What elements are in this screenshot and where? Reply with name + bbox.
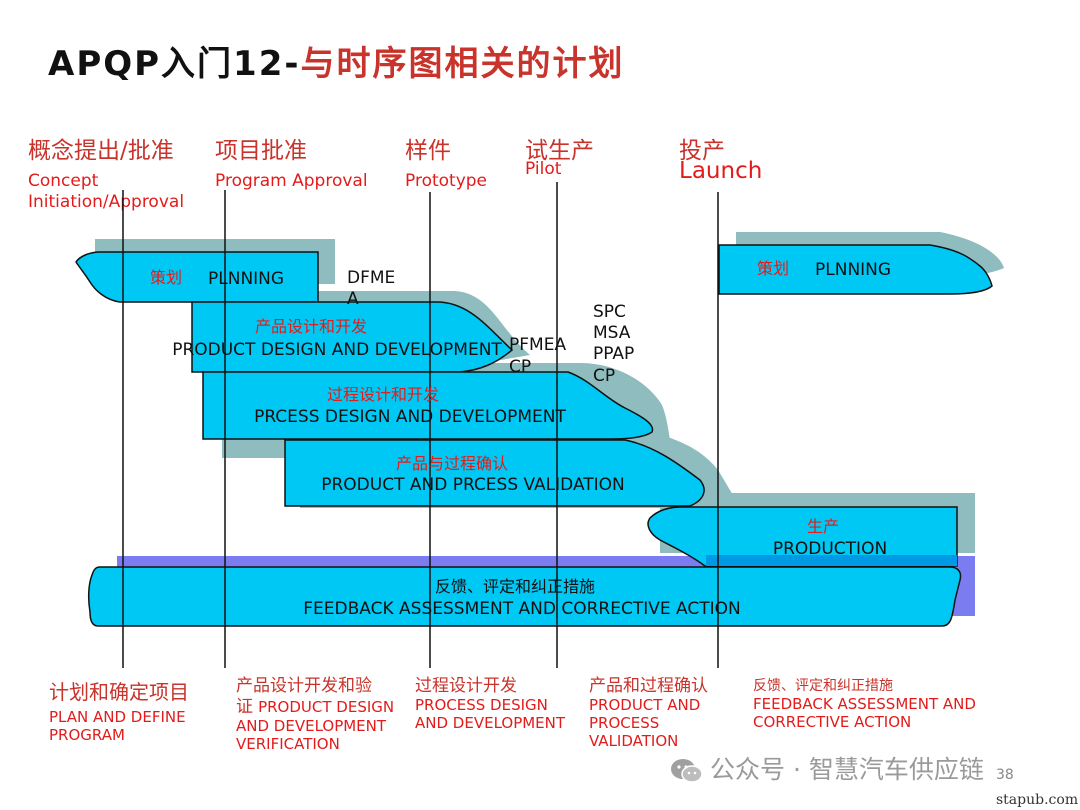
phase-process-en-2: AND DEVELOPMENT: [415, 714, 566, 732]
milestone-pilot-en: Pilot: [525, 159, 562, 179]
milestone-concept-en-2: Initiation/Approval: [28, 192, 185, 212]
production-bar: [647, 506, 958, 567]
production-bar-base: [706, 555, 957, 566]
phase-validation-en-1: PRODUCT AND: [589, 696, 701, 714]
phase-product-en-2: VERIFICATION: [236, 735, 340, 753]
pfmea-cp-label: CP: [509, 357, 531, 377]
validation-bar: [284, 439, 705, 507]
planning-bar-en: PLNNING: [208, 269, 284, 289]
process-design-bar-en: PRCESS DESIGN AND DEVELOPMENT: [254, 407, 566, 427]
phase-product-line2: 证 PRODUCT DESIGN: [236, 697, 394, 718]
phase-product-cn-2: 证: [236, 697, 253, 717]
milestone-launch-en: Launch: [679, 158, 763, 184]
phase-feedback-en-2: CORRECTIVE ACTION: [753, 713, 912, 731]
milestone-prototype-cn: 样件: [405, 138, 451, 164]
phase-validation-cn: 产品和过程确认: [589, 676, 708, 696]
product-design-bar-cn: 产品设计和开发: [255, 317, 367, 336]
phase-process-en-1: PROCESS DESIGN: [415, 696, 548, 714]
milestone-pilot-cn: 试生产: [525, 138, 594, 164]
validation-bar-cn: 产品与过程确认: [396, 454, 508, 473]
product-design-bar-en: PRODUCT DESIGN AND DEVELOPMENT: [172, 340, 502, 360]
phase-validation-en-2: PROCESS: [589, 714, 660, 732]
planning-bar: [75, 251, 319, 303]
pfmea-label: PFMEA: [509, 335, 566, 355]
watermark-text: 公众号 · 智慧汽车供应链: [710, 755, 984, 784]
phase-feedback-en-1: FEEDBACK ASSESSMENT AND: [753, 695, 976, 713]
phase-validation-en-3: VALIDATION: [589, 732, 679, 750]
validation-bar-en: PRODUCT AND PRCESS VALIDATION: [321, 475, 625, 495]
process-design-bar-cn: 过程设计和开发: [327, 385, 439, 404]
title-prefix: APQP入门12-: [48, 44, 301, 84]
spc-cp-label: CP: [593, 366, 615, 386]
product-design-bar: [191, 301, 514, 373]
process-design-bar: [202, 371, 654, 440]
planning2-bar-cn: 策划: [757, 259, 789, 278]
phase-plan-en-2: PROGRAM: [49, 726, 125, 744]
milestone-launch-cn: 投产: [679, 138, 725, 164]
milestone-program-cn: 项目批准: [215, 138, 307, 164]
phase-plan-en-1: PLAN AND DEFINE: [49, 708, 186, 726]
production-bar-en: PRODUCTION: [773, 539, 887, 559]
feedback-bar-en: FEEDBACK ASSESSMENT AND CORRECTIVE ACTIO…: [303, 599, 740, 619]
phase-product-cn-1: 产品设计开发和验: [236, 676, 372, 696]
feedback-bar-cn: 反馈、评定和纠正措施: [435, 577, 595, 596]
planning-bar-cn: 策划: [150, 268, 182, 287]
phase-feedback-cn: 反馈、评定和纠正措施: [753, 678, 893, 694]
msa-label: MSA: [593, 323, 631, 343]
phase-plan-cn: 计划和确定项目: [49, 680, 189, 704]
site-watermark: stapub.com: [996, 792, 1079, 808]
page-title: APQP入门12-与时序图相关的计划: [48, 36, 624, 85]
watermark: 公众号 · 智慧汽车供应链: [670, 750, 984, 786]
milestone-prototype-en: Prototype: [405, 171, 488, 191]
spc-label: SPC: [593, 302, 626, 322]
phase-process-cn: 过程设计开发: [415, 676, 517, 696]
ppap-label: PPAP: [593, 344, 634, 364]
phase-product-en-1: AND DEVELOPMENT: [236, 717, 387, 735]
phase-product-en-inline: PRODUCT DESIGN: [258, 698, 395, 716]
title-main: 与时序图相关的计划: [300, 44, 625, 84]
production-bar-cn: 生产: [807, 517, 839, 536]
wechat-icon: [671, 759, 703, 783]
milestone-program-en: Program Approval: [215, 171, 368, 191]
milestone-concept-en-1: Concept: [28, 171, 99, 191]
planning2-bar-en: PLNNING: [815, 260, 891, 280]
dfmea-label-2: A: [347, 289, 359, 309]
planning2-bar: [718, 244, 993, 295]
feedback-bar: [87, 566, 962, 627]
page-number: 38: [996, 767, 1014, 783]
milestone-concept-cn: 概念提出/批准: [28, 138, 174, 164]
dfmea-label-1: DFME: [347, 268, 395, 288]
